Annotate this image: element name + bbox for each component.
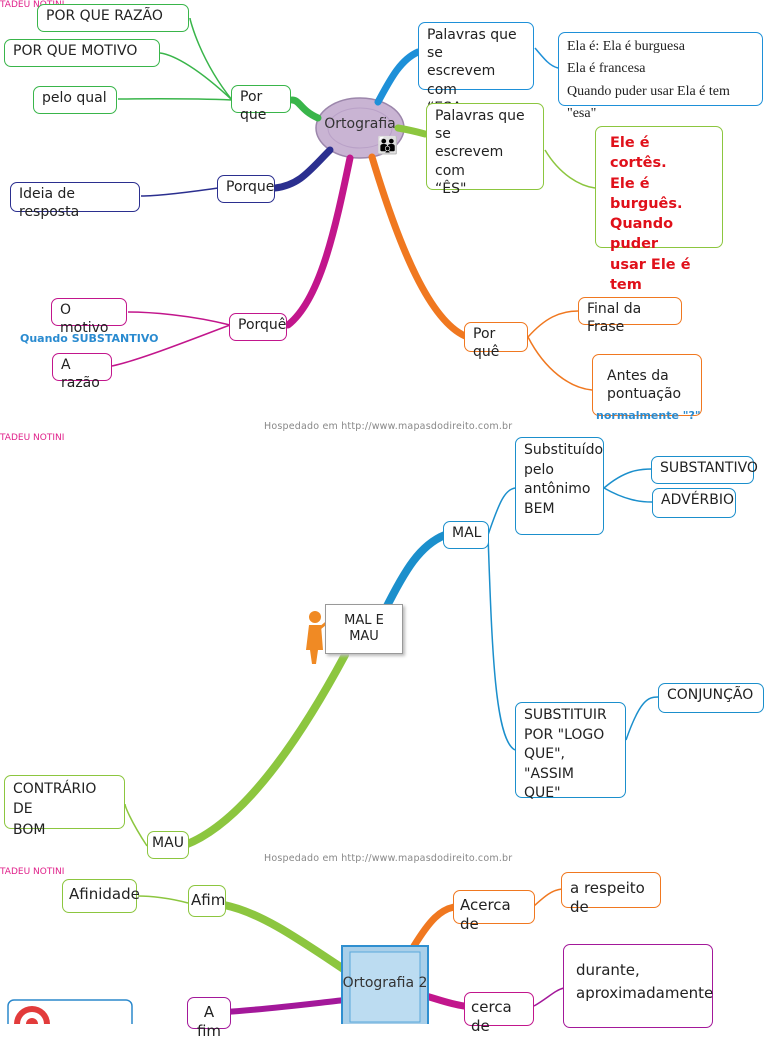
link-pelo-qual — [117, 98, 233, 101]
a-razao-node: A razão — [52, 353, 112, 391]
link-conjuncao — [625, 696, 659, 741]
adverbio-node: ADVÉRBIO — [652, 488, 736, 518]
link-motivo — [159, 52, 233, 101]
link-substituido — [487, 487, 516, 536]
branch-esa — [374, 48, 422, 106]
acerca-de-node: Acerca de — [453, 890, 535, 933]
afinidade-node: Afinidade — [62, 879, 140, 913]
por-que-razao-node: POR QUE RAZÃO — [37, 4, 189, 32]
link-contrario — [124, 803, 148, 847]
durante-node: durante, aproximadamente — [563, 944, 713, 1028]
link-a-respeito — [533, 888, 563, 907]
target-icon — [7, 999, 133, 1024]
normalmente-note: normalmente "?" — [596, 409, 701, 422]
link-substituir — [487, 534, 516, 751]
branch-afim — [220, 901, 349, 974]
link-a-razao — [111, 324, 231, 367]
ortografia-2-center: Ortografia 2 — [342, 975, 428, 991]
link-esa-examples — [534, 47, 559, 69]
cerca-de-node: cerca de — [464, 992, 534, 1035]
branch-por-que — [288, 96, 322, 122]
people-icon: 👪 — [377, 136, 399, 156]
es-title-node: Palavras que se escrevem com “ÊS" — [426, 103, 544, 197]
substituir-node: SUBSTITUIR POR "LOGO QUE", "ASSIM QUE" — [515, 702, 626, 801]
por-que-node: Por que — [231, 85, 291, 123]
branch-porque-acento — [284, 154, 354, 329]
link-es-examples — [544, 149, 596, 189]
link-razao — [189, 17, 233, 101]
porque-acento-node: Porquê — [229, 313, 287, 341]
link-durante — [533, 987, 565, 1007]
link-final-frase — [527, 310, 579, 338]
substantivo-node: SUBSTANTIVO — [651, 456, 758, 484]
link-o-motivo — [127, 311, 231, 326]
ortografia-center: Ortografia — [324, 116, 396, 132]
esa-examples-node: Ela é: Ela é burguesa Ela é francesa Qua… — [558, 32, 763, 121]
mau-node: MAU — [147, 831, 189, 859]
antes-pontuacao-node: Antes da pontuação — [592, 354, 702, 416]
branch-mal — [381, 531, 449, 614]
branch-a-fim — [221, 997, 348, 1015]
link-adverbio — [603, 487, 653, 503]
branch-porque — [271, 146, 334, 192]
ideia-resposta-node: Ideia de resposta — [10, 182, 140, 220]
esa-title-node: Palavras que se escrevem com “ESA — [418, 22, 534, 116]
porque-node: Porque — [217, 175, 275, 203]
link-substantivo — [603, 468, 653, 489]
conjuncao-node: CONJUNÇÃO — [658, 683, 764, 713]
branch-cerca — [422, 992, 468, 1010]
contrario-node: CONTRÁRIO DE BOM — [4, 775, 125, 838]
credit-label: TADEU NOTINI — [0, 433, 65, 443]
link-afinidade — [137, 895, 189, 904]
credit-label: TADEU NOTINI — [0, 867, 65, 877]
branch-acerca — [410, 903, 458, 950]
branch-mau — [181, 651, 349, 849]
branch-por-que-acento — [368, 153, 469, 340]
mal-node: MAL — [443, 521, 489, 549]
hosted-link[interactable]: Hospedado em http://www.mapasdodireito.c… — [264, 853, 513, 864]
es-examples-node: Ele é cortês. Ele é burguês. Quando pude… — [595, 126, 723, 313]
final-frase-node: Final da Frase — [578, 297, 682, 335]
a-respeito-de-node: a respeito de — [561, 872, 661, 916]
link-antes — [527, 336, 593, 391]
quando-substantivo-note: Quando SUBSTANTIVO — [20, 332, 159, 345]
a-fim-node: A fim — [187, 997, 231, 1040]
mal-e-mau-center: MAL E MAU — [325, 604, 403, 654]
link-ideia — [140, 187, 219, 197]
por-que-acento-node: Por quê — [464, 322, 528, 360]
ortografia-bubble-ring — [327, 107, 393, 149]
branch-es — [394, 124, 429, 138]
hosted-link[interactable]: Hospedado em http://www.mapasdodireito.c… — [264, 421, 513, 432]
o-motivo-node: O motivo — [51, 298, 127, 336]
pelo-qual-node: pelo qual — [33, 86, 117, 114]
credit-label: TADEU NOTINI — [0, 0, 65, 10]
por-que-motivo-node: POR QUE MOTIVO — [4, 39, 160, 67]
afim-node: Afim — [188, 885, 226, 917]
substituido-node: Substituído pelo antônimo BEM — [515, 437, 604, 535]
